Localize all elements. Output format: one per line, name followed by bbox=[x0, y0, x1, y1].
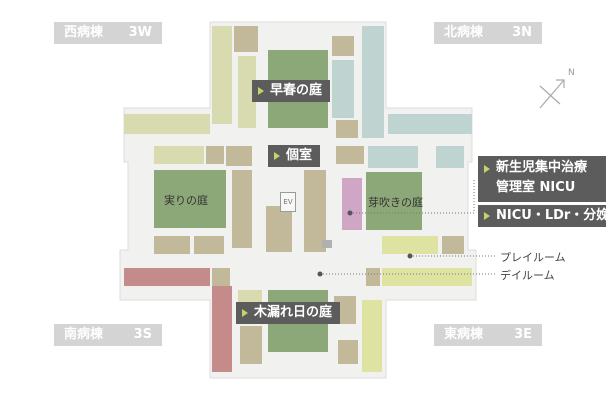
triangle-marker-icon bbox=[242, 309, 248, 317]
wing-south-label: 南病棟 3S bbox=[54, 324, 162, 346]
room-n-7 bbox=[336, 120, 358, 138]
triangle-marker-icon bbox=[484, 165, 490, 173]
north-arrow-shaft bbox=[539, 79, 565, 109]
room-c-5 bbox=[322, 240, 332, 248]
triangle-marker-icon bbox=[274, 152, 280, 160]
room-s-5 bbox=[338, 340, 358, 364]
room-e-7 bbox=[442, 236, 464, 254]
marker-nicu bbox=[347, 210, 353, 216]
room-w-4 bbox=[154, 236, 190, 254]
north-arrow-cross bbox=[539, 85, 561, 105]
room-n-6 bbox=[362, 26, 384, 138]
room-s-6 bbox=[362, 300, 382, 372]
room-w-1 bbox=[124, 114, 210, 134]
room-e-8 bbox=[382, 268, 472, 286]
wing-code: 3N bbox=[512, 25, 532, 40]
tag-text-line2: 管理室 NICU bbox=[496, 180, 576, 195]
triangle-marker-icon bbox=[484, 212, 490, 220]
garden-sprout bbox=[366, 172, 422, 230]
wing-name: 西病棟 bbox=[64, 25, 104, 40]
label-fruit-garden: 実りの庭 bbox=[164, 194, 208, 207]
room-n-1 bbox=[212, 26, 232, 124]
tag-spring-garden: 早春の庭 bbox=[252, 80, 331, 102]
tag-text: 木漏れ日の庭 bbox=[254, 305, 333, 320]
room-e-4 bbox=[436, 146, 464, 168]
room-w-2 bbox=[154, 146, 204, 164]
tag-private-room: 個室 bbox=[268, 145, 321, 167]
room-e-9 bbox=[366, 268, 380, 286]
tag-text: 早春の庭 bbox=[270, 83, 323, 98]
room-w-7 bbox=[212, 268, 230, 286]
tag-text-line1: 新生児集中治療 bbox=[496, 160, 588, 175]
wing-code: 3W bbox=[128, 25, 152, 40]
north-arrow bbox=[539, 79, 565, 109]
tag-sunlight-garden: 木漏れ日の庭 bbox=[236, 302, 341, 324]
wing-code: 3E bbox=[514, 327, 532, 342]
leader-lines bbox=[320, 180, 496, 275]
room-w-5 bbox=[194, 236, 224, 254]
tag-text: NICU・LDr・分娩 bbox=[496, 208, 610, 223]
room-e-3 bbox=[368, 146, 418, 168]
room-w-6 bbox=[124, 268, 210, 286]
room-e-6 bbox=[382, 236, 438, 254]
room-n-2 bbox=[234, 26, 258, 52]
tag-nicu: 新生児集中治療 管理室 NICU bbox=[478, 156, 606, 202]
label-sprout-garden: 芽吹きの庭 bbox=[368, 196, 423, 209]
north-arrow-head bbox=[556, 79, 565, 88]
room-s-1 bbox=[212, 286, 232, 372]
wing-code: 3S bbox=[133, 327, 152, 342]
wing-east-label: 東病棟 3E bbox=[434, 324, 542, 346]
room-n-5 bbox=[332, 60, 354, 118]
room-c-2 bbox=[232, 170, 252, 248]
room-e-1 bbox=[388, 114, 472, 134]
room-s-3 bbox=[240, 326, 262, 364]
room-e-5 bbox=[342, 178, 362, 230]
north-label: N bbox=[568, 68, 575, 78]
room-c-1 bbox=[226, 146, 252, 166]
label-play-room: プレイルーム bbox=[500, 251, 566, 264]
marker-day bbox=[317, 271, 323, 277]
tag-nicu-ldr: NICU・LDr・分娩 bbox=[478, 205, 610, 227]
room-w-3 bbox=[206, 146, 224, 164]
label-day-room: デイルーム bbox=[500, 269, 555, 282]
wing-north-label: 北病棟 3N bbox=[434, 22, 542, 44]
room-c-4 bbox=[304, 170, 326, 252]
wing-name: 南病棟 bbox=[64, 327, 104, 342]
marker-play bbox=[407, 253, 413, 259]
wing-name: 北病棟 bbox=[444, 25, 484, 40]
garden-fruit bbox=[154, 170, 226, 228]
tag-text: 個室 bbox=[286, 148, 313, 163]
room-n-4 bbox=[332, 36, 354, 56]
elevator-icon: EV bbox=[280, 192, 296, 212]
room-n-3 bbox=[238, 56, 256, 128]
room-c-3 bbox=[266, 206, 292, 252]
wing-name: 東病棟 bbox=[444, 327, 484, 342]
room-e-2 bbox=[336, 146, 364, 164]
triangle-marker-icon bbox=[258, 87, 264, 95]
wing-west-label: 西病棟 3W bbox=[54, 22, 162, 44]
